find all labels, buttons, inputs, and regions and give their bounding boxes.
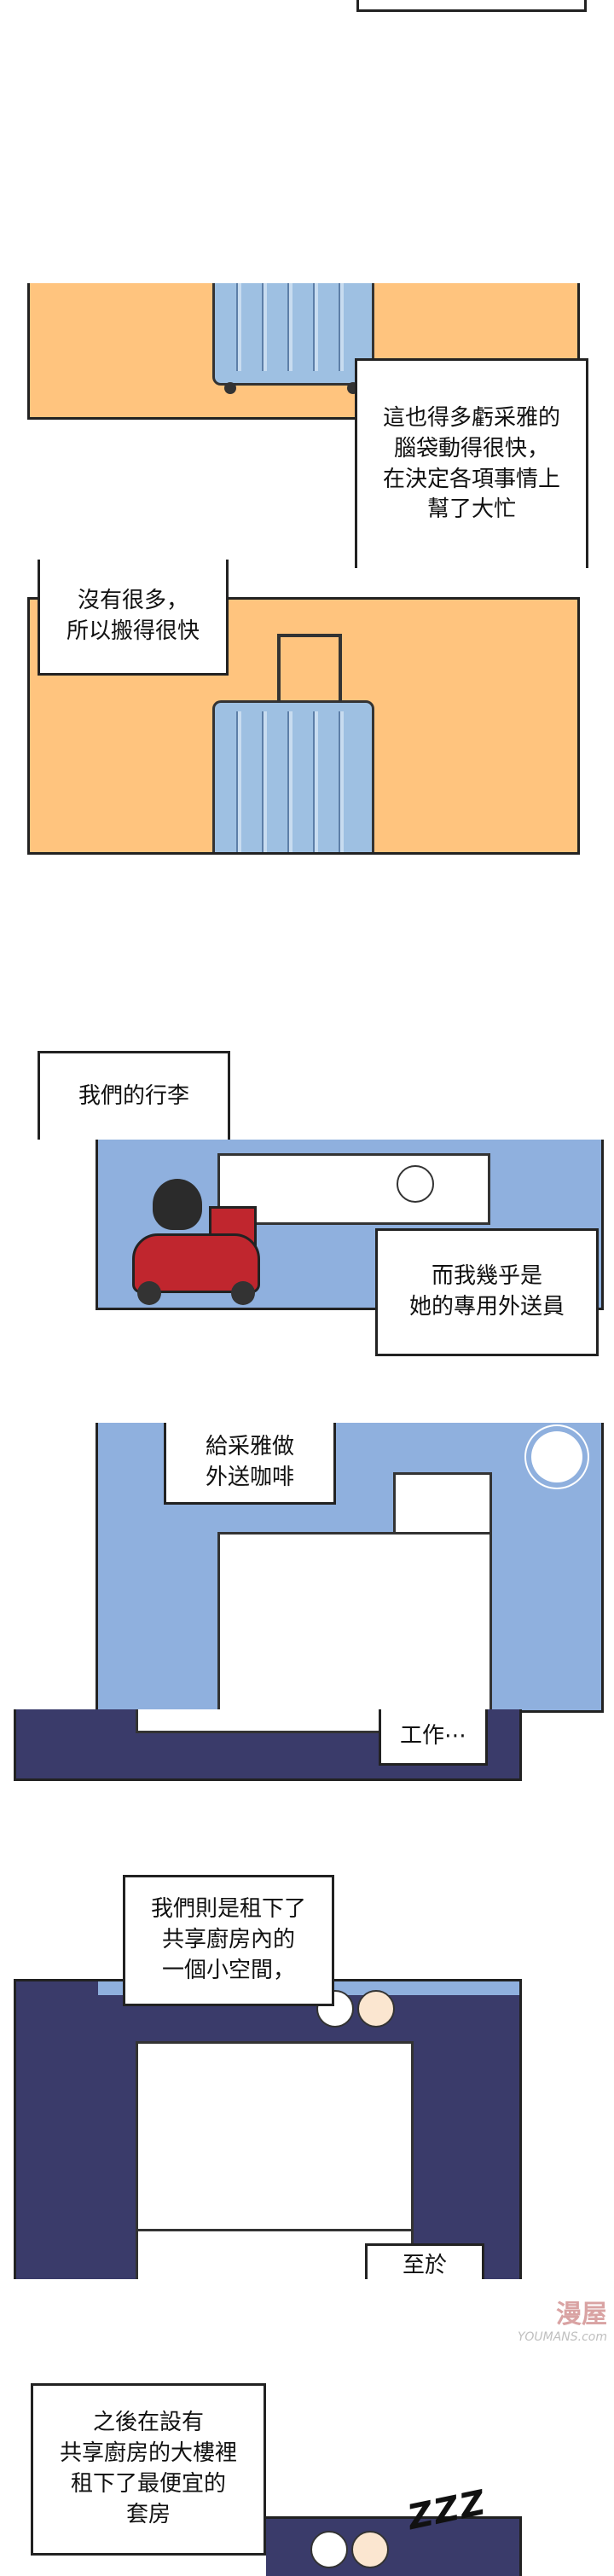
caption-box-5: 給采雅做 外送咖啡	[164, 1423, 336, 1505]
suitcase	[212, 700, 374, 852]
caption-text-8: 至於	[402, 2253, 447, 2278]
watermark: 漫屋 YOUMANS.com	[466, 2293, 607, 2347]
suitcase	[212, 283, 374, 386]
watermark-url: YOUMANS.com	[518, 2330, 607, 2344]
caption-box-4: 而我幾乎是 她的專用外送員	[375, 1228, 599, 1356]
caption-box-9: 之後在設有 共享廚房的大樓裡 租下了最便宜的 套房	[31, 2383, 266, 2556]
building-main	[217, 1532, 492, 1710]
caption-text-6: 工作⋯	[399, 1722, 466, 1749]
caption-text-5: 給采雅做 外送咖啡	[205, 1433, 294, 1490]
panel-building	[96, 1423, 604, 1713]
sun-icon	[531, 1431, 582, 1482]
caption-text-7: 我們則是租下了 共享廚房內的 一個小空間，	[150, 1896, 306, 1983]
caption-box-7: 我們則是租下了 共享廚房內的 一個小空間，	[123, 1875, 334, 2006]
caption-box-8: 至於	[365, 2243, 484, 2279]
panel-room	[266, 2516, 522, 2576]
caption-text-1: 這也得多虧采雅的 腦袋動得很快， 在決定各項事情上 幫了大忙	[382, 404, 560, 523]
top-partial-caption-box	[356, 0, 587, 12]
chaeya-face	[310, 2531, 348, 2568]
suitcase-handle	[277, 634, 342, 702]
window-strip	[217, 1153, 490, 1225]
caption-box-2: 沒有很多， 所以搬得很快	[38, 560, 229, 676]
partner-face	[351, 2531, 389, 2568]
partner-face	[357, 1990, 395, 2028]
caption-box-6: 工作⋯	[379, 1709, 488, 1766]
caption-text-9: 之後在設有 共享廚房的大樓裡 租下了最便宜的 套房	[59, 2410, 237, 2527]
panel-kitchen	[14, 1979, 522, 2279]
chaeya-face	[397, 1165, 434, 1203]
caption-text-3: 我們的行李	[78, 1082, 189, 1109]
caption-text-4: 而我幾乎是 她的專用外送員	[408, 1263, 565, 1320]
panel-suitcase-top	[27, 283, 580, 420]
watermark-logo: 漫屋	[556, 2300, 607, 2329]
kitchen-window	[136, 2041, 414, 2279]
caption-text-2: 沒有很多， 所以搬得很快	[66, 587, 200, 644]
caption-box-1: 這也得多虧采雅的 腦袋動得很快， 在決定各項事情上 幫了大忙	[355, 358, 588, 568]
caption-box-3: 我們的行李	[38, 1051, 230, 1140]
rider-helmet	[153, 1179, 202, 1230]
